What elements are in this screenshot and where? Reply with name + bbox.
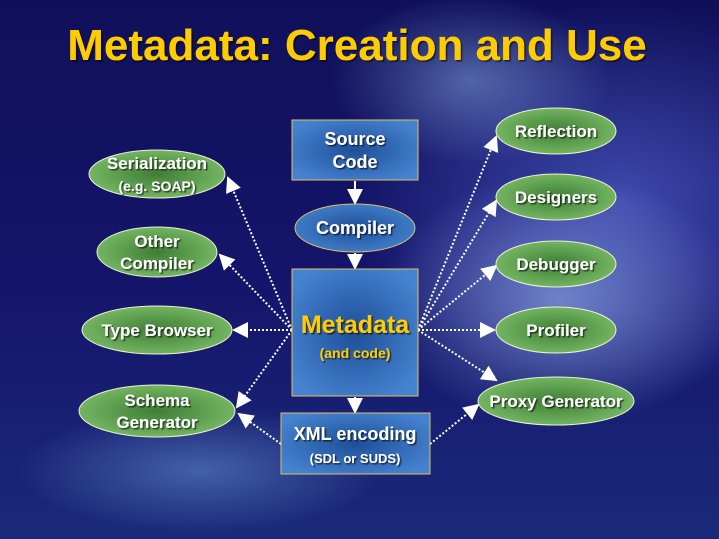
dotted-arrow bbox=[417, 199, 498, 331]
node-ellipse bbox=[495, 240, 617, 288]
right-node-1: Designers bbox=[495, 173, 617, 221]
node-label: Proxy Generator bbox=[489, 392, 623, 411]
metadata-sublabel: (and code) bbox=[320, 345, 391, 361]
node-ellipse bbox=[495, 173, 617, 221]
node-label: Profiler bbox=[526, 321, 586, 340]
dotted-arrow bbox=[417, 264, 498, 331]
xml-label: XML encoding bbox=[294, 424, 417, 444]
node-label: Type Browser bbox=[101, 321, 213, 340]
metadata-label: Metadata bbox=[301, 311, 410, 339]
source-code-box: Source Code bbox=[291, 119, 419, 181]
node-label: Designers bbox=[515, 188, 597, 207]
right-node-3: Profiler bbox=[495, 306, 617, 354]
node-ellipse bbox=[495, 306, 617, 354]
connectors bbox=[218, 135, 499, 445]
node-ellipse bbox=[495, 107, 617, 155]
node-ellipse bbox=[96, 226, 218, 278]
slide-title: Metadata: Creation and Use bbox=[67, 21, 646, 70]
node-label: Schema bbox=[124, 391, 190, 410]
node-ellipse bbox=[477, 376, 635, 426]
node-label: Generator bbox=[116, 413, 198, 432]
left-node-2: Type Browser bbox=[81, 305, 233, 355]
metadata-box: Metadata (and code) bbox=[291, 268, 419, 397]
right-node-0: Reflection bbox=[495, 107, 617, 155]
node-ellipse bbox=[88, 149, 226, 199]
dotted-arrow bbox=[226, 176, 293, 331]
node-ellipse bbox=[81, 305, 233, 355]
right-node-4: Proxy Generator bbox=[477, 376, 635, 426]
node-label: Serialization bbox=[107, 154, 207, 173]
dotted-arrow bbox=[237, 412, 282, 445]
xml-sublabel: (SDL or SUDS) bbox=[310, 451, 401, 466]
source-label-1: Source bbox=[324, 129, 385, 149]
node-ellipse bbox=[78, 384, 236, 438]
compiler-node: Compiler bbox=[294, 203, 416, 253]
node-label: Compiler bbox=[120, 254, 194, 273]
dotted-arrow bbox=[429, 403, 480, 445]
compiler-label: Compiler bbox=[316, 218, 394, 238]
dotted-arrow bbox=[417, 329, 498, 382]
node-label: Reflection bbox=[515, 122, 597, 141]
node-label: Debugger bbox=[516, 255, 596, 274]
node-label: (e.g. SOAP) bbox=[118, 178, 195, 194]
right-node-2: Debugger bbox=[495, 240, 617, 288]
left-node-0: Serialization (e.g. SOAP) bbox=[88, 149, 226, 199]
dotted-arrow bbox=[218, 253, 293, 331]
dotted-arrow bbox=[235, 329, 293, 409]
dotted-arrow bbox=[417, 135, 499, 331]
node-label: Other bbox=[134, 232, 180, 251]
xml-encoding-box: XML encoding (SDL or SUDS) bbox=[280, 412, 431, 475]
source-label-2: Code bbox=[333, 152, 378, 172]
